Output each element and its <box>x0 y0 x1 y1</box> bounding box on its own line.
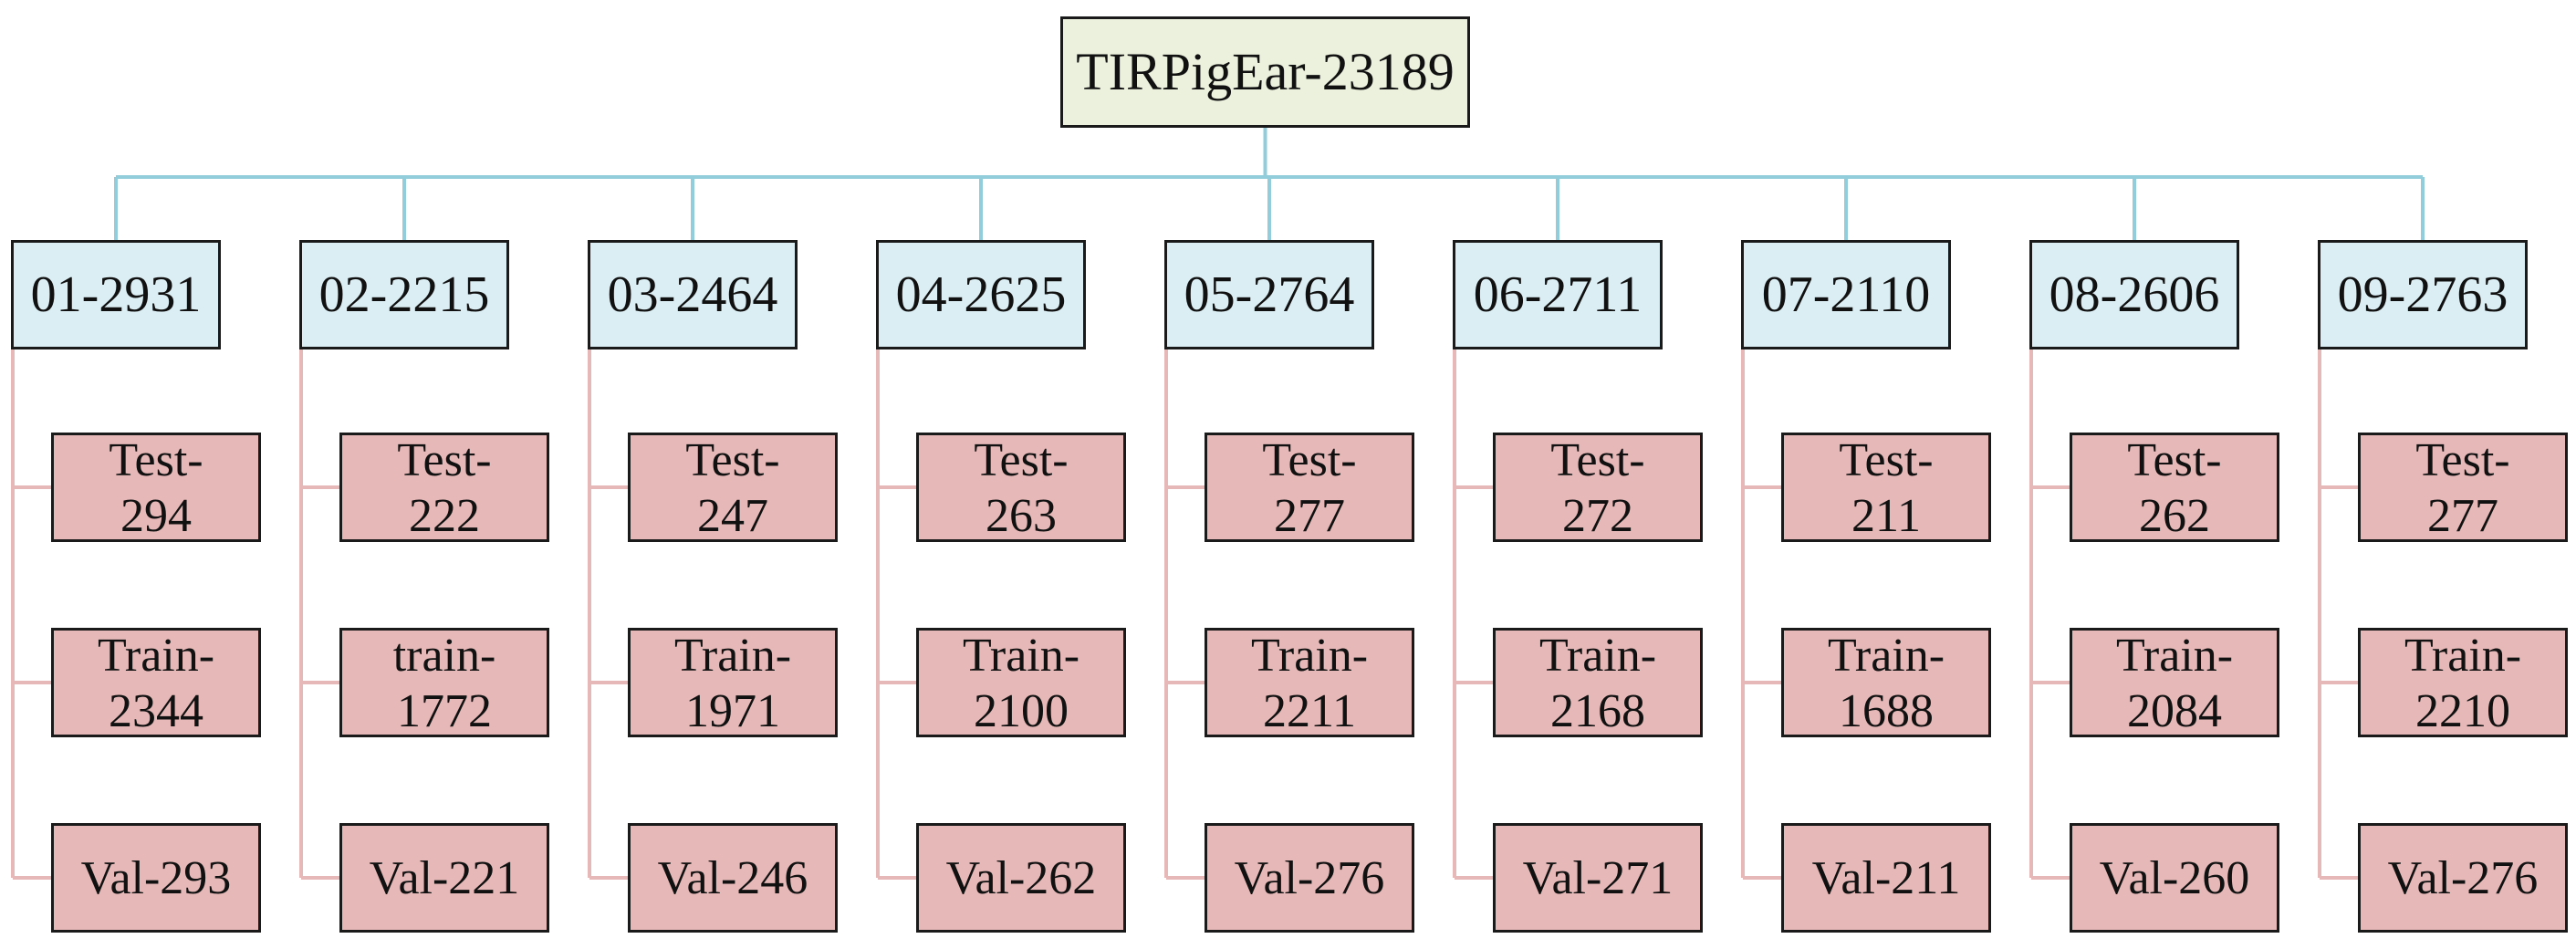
subset-node: Val-211 <box>1781 823 1991 933</box>
subset-node: Train- 2100 <box>916 628 1126 737</box>
split-node: 08-2606 <box>2029 240 2239 349</box>
subset-node: Test- 222 <box>339 433 549 542</box>
subset-node: Train- 2210 <box>2358 628 2568 737</box>
root-node: TIRPigEar-23189 <box>1060 16 1470 128</box>
subset-node: Val-271 <box>1493 823 1703 933</box>
subset-node: Test- 294 <box>51 433 261 542</box>
subset-node: Test- 247 <box>628 433 838 542</box>
subset-node: Val-276 <box>2358 823 2568 933</box>
split-node: 07-2110 <box>1741 240 1951 349</box>
subset-node: Train- 2168 <box>1493 628 1703 737</box>
subset-node: Train- 1971 <box>628 628 838 737</box>
subset-node: Train- 1688 <box>1781 628 1991 737</box>
split-node: 05-2764 <box>1164 240 1374 349</box>
split-node: 03-2464 <box>588 240 798 349</box>
subset-node: Test- 277 <box>2358 433 2568 542</box>
subset-node: Val-293 <box>51 823 261 933</box>
subset-node: Test- 211 <box>1781 433 1991 542</box>
subset-node: Val-221 <box>339 823 549 933</box>
subset-node: Test- 263 <box>916 433 1126 542</box>
subset-node: train- 1772 <box>339 628 549 737</box>
subset-node: Val-262 <box>916 823 1126 933</box>
subset-node: Train- 2344 <box>51 628 261 737</box>
split-node: 02-2215 <box>299 240 509 349</box>
split-node: 06-2711 <box>1453 240 1663 349</box>
subset-node: Test- 262 <box>2070 433 2279 542</box>
split-node: 04-2625 <box>876 240 1086 349</box>
split-node: 01-2931 <box>11 240 221 349</box>
split-node: 09-2763 <box>2318 240 2528 349</box>
subset-node: Test- 272 <box>1493 433 1703 542</box>
subset-node: Val-246 <box>628 823 838 933</box>
subset-node: Val-260 <box>2070 823 2279 933</box>
subset-node: Train- 2084 <box>2070 628 2279 737</box>
subset-node: Train- 2211 <box>1205 628 1414 737</box>
subset-node: Test- 277 <box>1205 433 1414 542</box>
subset-node: Val-276 <box>1205 823 1414 933</box>
